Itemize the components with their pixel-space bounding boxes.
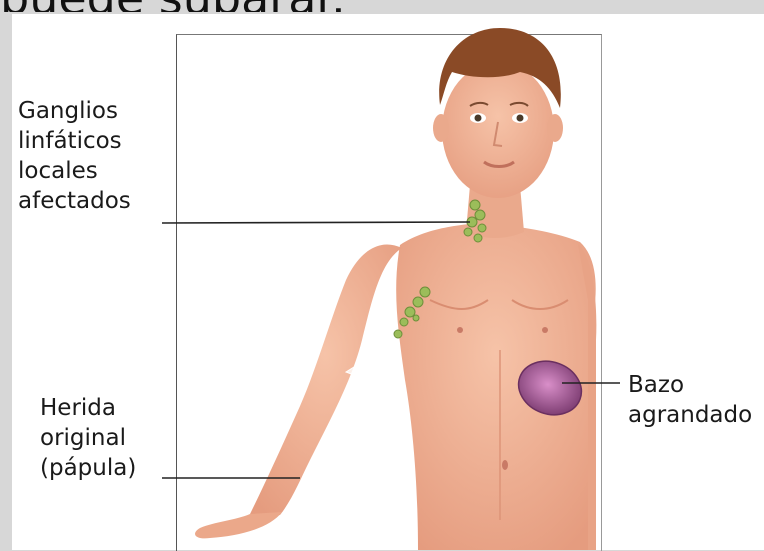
label-lymph-nodes: Ganglios linfáticos locales afectados xyxy=(18,96,131,216)
label-enlarged-spleen: Bazo agrandado xyxy=(628,370,764,430)
leader-lymph-nodes xyxy=(162,222,470,223)
head xyxy=(442,62,554,198)
label-line: agrandado xyxy=(628,400,764,430)
hand xyxy=(195,512,282,538)
label-line: (pápula) xyxy=(40,453,136,483)
label-line: Ganglios xyxy=(18,96,131,126)
label-line: Herida xyxy=(40,393,136,423)
label-line: linfáticos xyxy=(18,126,131,156)
label-line: original xyxy=(40,423,136,453)
label-original-wound: Herida original (pápula) xyxy=(40,393,136,483)
label-line: locales xyxy=(18,156,131,186)
label-line: afectados xyxy=(18,186,131,216)
label-line: Bazo xyxy=(628,370,764,400)
